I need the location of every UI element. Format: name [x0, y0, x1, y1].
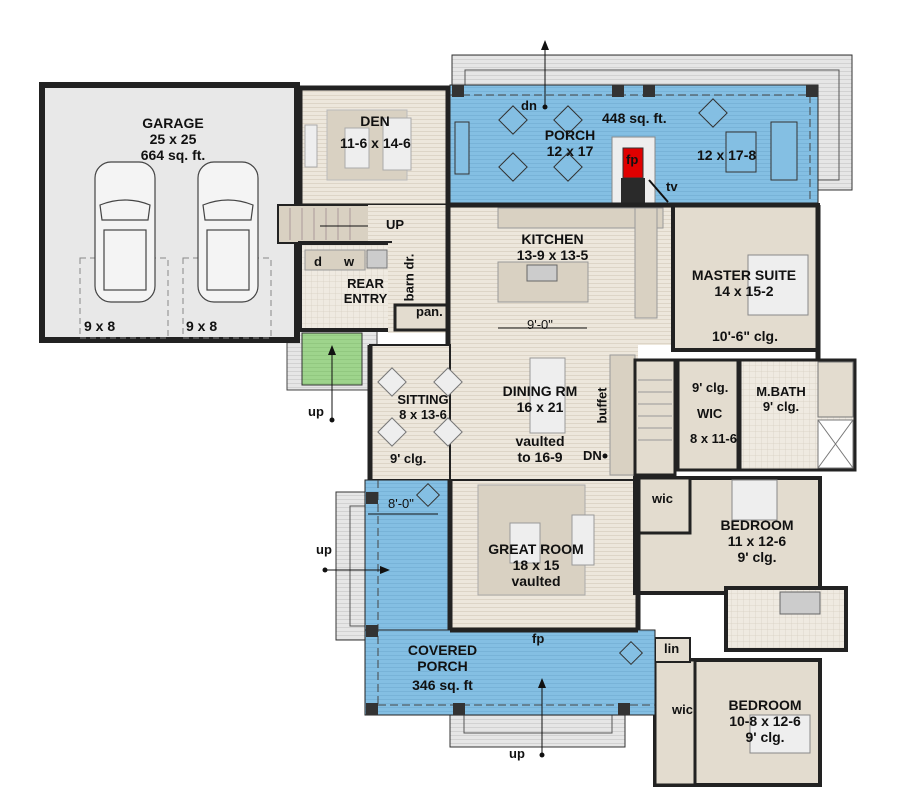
- rear-porch-area: 448 sq. ft.: [602, 110, 667, 126]
- island-dimension: 9'-0": [527, 317, 553, 332]
- pantry-label: pan.: [416, 304, 443, 319]
- linen-label: lin: [664, 641, 680, 656]
- stair-dn-label: DN: [583, 448, 602, 463]
- garage: [39, 82, 300, 343]
- wic-ceiling: 9' clg.: [692, 380, 729, 395]
- rear-porch: [449, 84, 819, 206]
- master-ceiling: 10'-6" clg.: [712, 328, 778, 344]
- washer-label: w: [344, 254, 355, 269]
- wic-master: [676, 358, 740, 472]
- front-steps: [449, 714, 626, 748]
- garage-bay-2: 9 x 8: [186, 318, 218, 334]
- barn-door-label: barn dr.: [401, 253, 417, 302]
- fireplace-label: fp: [626, 152, 639, 167]
- wic-bedroom-3: wic: [672, 702, 693, 717]
- covered-porch: [322, 479, 656, 758]
- car-icon: [94, 161, 156, 303]
- stair-up-label: UP: [386, 217, 405, 232]
- buffet-label: buffet: [594, 387, 610, 424]
- porch-width-dim: 8'-0": [388, 496, 414, 511]
- wic-dims: 8 x 11-6: [690, 431, 737, 446]
- tv-label: tv: [666, 179, 678, 194]
- up-marker-side: up: [316, 542, 332, 557]
- sitting-ceiling: 9' clg.: [390, 451, 427, 466]
- up-marker-entry: up: [308, 404, 324, 419]
- wic-bedroom-2: wic: [652, 491, 673, 506]
- great-room-fp: fp: [532, 631, 545, 646]
- garage-bay-1: 9 x 8: [84, 318, 116, 334]
- rear-porch-dims-2: 12 x 17-8: [697, 147, 757, 163]
- dryer-label: d: [314, 254, 322, 269]
- wic-label: WIC: [697, 406, 723, 421]
- porch-dn-marker: dn: [521, 98, 537, 113]
- car-icon: [197, 161, 259, 303]
- up-marker-front: up: [509, 746, 525, 761]
